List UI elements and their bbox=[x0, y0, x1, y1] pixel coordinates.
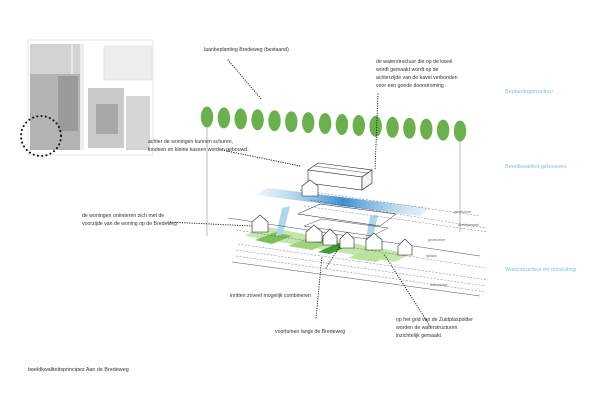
house-6 bbox=[397, 238, 413, 256]
house-5 bbox=[365, 232, 383, 251]
grass-patch-1 bbox=[255, 232, 292, 244]
house-1 bbox=[251, 214, 269, 233]
category-buildings: Beeldkwaliteit gebouwen bbox=[505, 164, 567, 170]
category-water: Waterstructuur en ontsluiting bbox=[505, 267, 576, 273]
tree-row bbox=[200, 106, 467, 142]
isometric-diagram bbox=[227, 162, 489, 297]
label-gardens: voortuinen langs de Bredeweg bbox=[275, 329, 345, 335]
ditch-branch-1 bbox=[276, 206, 290, 236]
road-label-3: groenzone bbox=[428, 238, 445, 242]
house-back bbox=[301, 179, 319, 197]
road-label-2: sloot/greppel bbox=[458, 223, 479, 227]
tree-1 bbox=[200, 106, 214, 128]
grass-patch-4 bbox=[348, 250, 392, 262]
label-orient-1: de woningen oriënteren zich met de bbox=[82, 213, 164, 219]
house-3 bbox=[322, 228, 338, 246]
label-water-3: achterzijde van de kavel verbonden bbox=[376, 75, 458, 81]
category-planting: Beplantingstructuur bbox=[505, 89, 553, 95]
grass-patch-2 bbox=[288, 237, 334, 250]
label-back-1: achter de woningen kunnen schuren, bbox=[148, 139, 233, 145]
tree-14 bbox=[420, 118, 433, 140]
tree-3 bbox=[234, 108, 247, 130]
label-grid-2: worden de waterstructuren bbox=[396, 325, 458, 331]
water-channel bbox=[256, 188, 430, 216]
house-2 bbox=[305, 224, 323, 243]
label-grid-1: op het grid van de Zuidplaspolder bbox=[396, 317, 473, 323]
label-water-2: wordt gemaakt wordt op de bbox=[376, 67, 439, 73]
tree-13 bbox=[403, 117, 416, 139]
label-entrances: inritten zoveel mogelijk combineren bbox=[230, 293, 311, 299]
tree-4 bbox=[251, 109, 264, 131]
location-marker bbox=[20, 115, 62, 157]
leader-lines bbox=[167, 59, 431, 327]
tree-11 bbox=[369, 115, 382, 137]
tree-9 bbox=[335, 114, 349, 135]
label-water-4: voor een goede doorstroming bbox=[376, 83, 444, 89]
house-4 bbox=[339, 231, 355, 249]
tree-15 bbox=[436, 119, 450, 141]
caption: beeldkwaliteitsprincipes Aan de Bredeweg bbox=[28, 367, 129, 373]
road-label-4: rijbaan bbox=[426, 254, 437, 258]
ditch-branch-2 bbox=[365, 215, 378, 243]
label-back-2: loodsen en kleine kassen worden gebouwd. bbox=[148, 147, 249, 153]
tree-16 bbox=[453, 120, 467, 142]
tree-12 bbox=[386, 116, 399, 138]
label-grid-3: inzichtelijk gemaakt bbox=[396, 333, 442, 339]
tree-10 bbox=[352, 114, 365, 136]
label-water-1: de waterstructuur die op de kavel bbox=[376, 59, 452, 65]
road-label-1: groenzone bbox=[454, 210, 471, 214]
tree-2 bbox=[217, 107, 231, 129]
label-planting: laanbeplanting Bredeweg (bestaand) bbox=[204, 47, 289, 53]
tree-7 bbox=[302, 112, 315, 134]
site-map bbox=[20, 39, 154, 157]
shed-building bbox=[307, 162, 373, 191]
tree-5 bbox=[268, 110, 281, 132]
road-label-5: bebouwing bbox=[430, 283, 447, 287]
tree-8 bbox=[318, 113, 332, 134]
label-orient-2: voorzijde van de woning op de Bredeweg bbox=[82, 221, 177, 227]
plot-outline bbox=[297, 203, 397, 227]
tree-6 bbox=[285, 111, 298, 133]
